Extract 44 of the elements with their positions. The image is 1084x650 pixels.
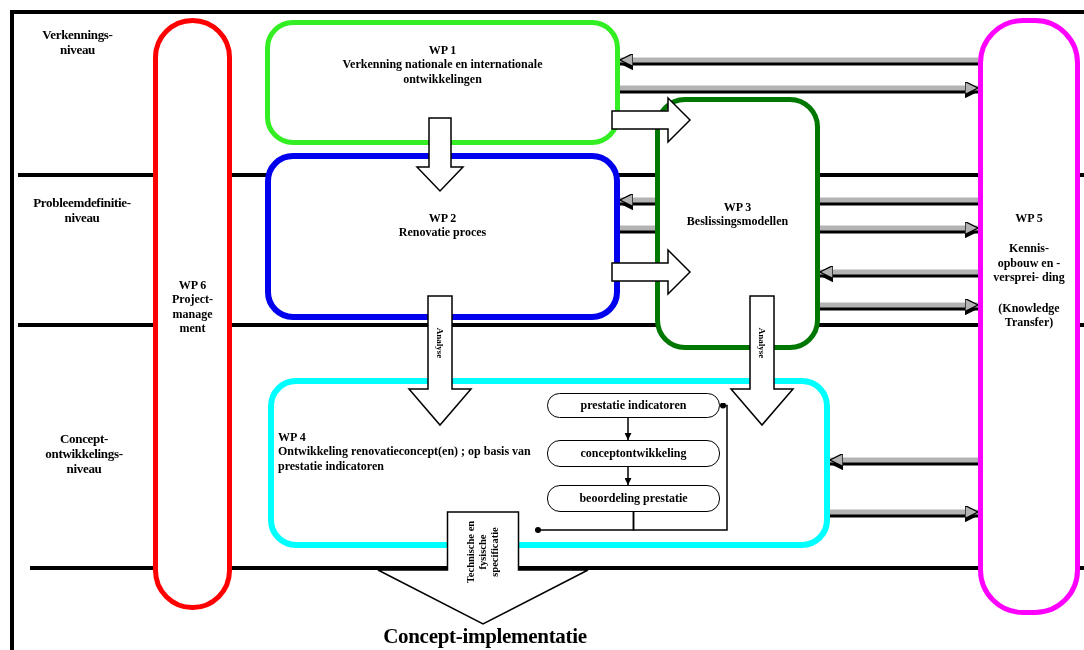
implementation-title: Concept-implementatie <box>382 624 588 650</box>
block-arrow <box>377 511 589 625</box>
exchange-arrow <box>829 452 978 468</box>
exchange-arrow <box>820 220 979 236</box>
exchange-arrow <box>819 264 978 280</box>
block-arrow <box>729 295 795 427</box>
work-package-heading: WP 2 <box>427 211 458 226</box>
arrow-label: Analyse <box>756 326 769 360</box>
step-pill <box>547 393 720 418</box>
work-package-description: (Knowledge Transfer) <box>997 300 1061 330</box>
work-package-description: Kennis- opbouw en -versprei- ding <box>992 241 1066 285</box>
level-label: Verkennings- niveau <box>41 28 114 58</box>
exchange-arrow <box>830 504 979 520</box>
work-package-box <box>265 20 620 145</box>
work-package-description: Renovatie proces <box>397 225 488 240</box>
work-package-box <box>265 153 620 320</box>
step-label: conceptontwikkeling <box>580 446 687 461</box>
work-package-description: Project- manage ment <box>170 292 215 336</box>
work-package-description: Ontwikkeling renovatieconcept(en) ; op basis van prestatie indicatoren <box>278 444 532 474</box>
work-package-description: Verkenning nationale en internationale ontwikkelingen <box>341 57 544 87</box>
step-pill <box>547 485 720 512</box>
exchange-arrow <box>820 297 979 313</box>
block-arrow <box>611 248 692 296</box>
work-package-heading: WP 6 <box>177 278 208 293</box>
flow-arrow <box>624 417 632 441</box>
work-package-heading: WP 3 <box>722 200 753 215</box>
block-arrow <box>611 96 692 144</box>
exchange-arrow <box>620 80 979 96</box>
level-label: Concept- ontwikkelings- niveau <box>44 432 124 477</box>
arrow-label: Analyse <box>434 326 447 360</box>
step-label: prestatie indicatoren <box>580 398 687 413</box>
work-package-heading: WP 4 <box>278 430 307 445</box>
block-arrow <box>407 295 473 427</box>
level-label: Probleemdefinitie- niveau <box>32 196 132 226</box>
step-pill <box>547 440 720 467</box>
block-arrow <box>415 117 465 193</box>
step-label: beoordeling prestatie <box>579 491 688 506</box>
work-package-heading: WP 5 <box>1014 211 1044 226</box>
work-package-description: Beslissingsmodellen <box>685 214 790 229</box>
work-package-heading: WP 1 <box>427 43 458 58</box>
arrow-label: Technische en fysische specificatie <box>463 519 502 586</box>
exchange-arrow <box>619 52 978 68</box>
exchange-arrow <box>619 192 655 208</box>
flow-arrow <box>624 466 632 486</box>
